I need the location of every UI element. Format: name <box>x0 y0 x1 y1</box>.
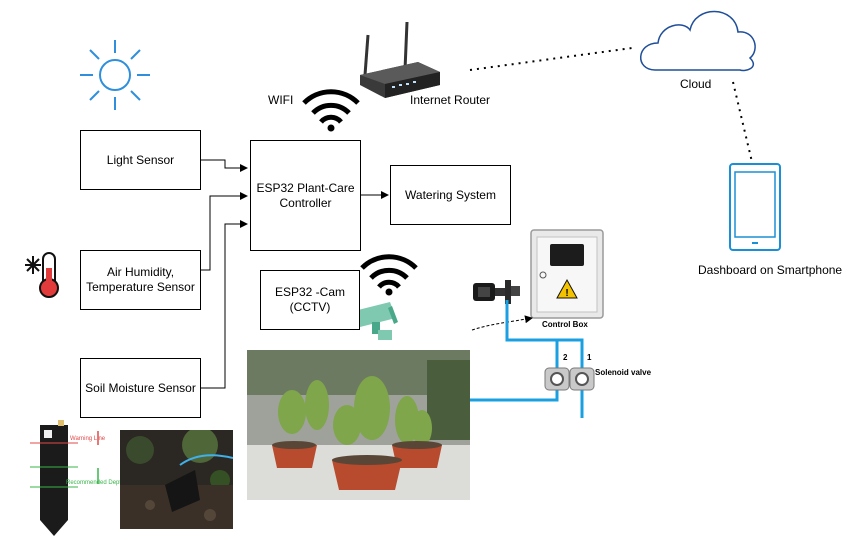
solenoid-valve-icon <box>544 367 595 391</box>
wifi-label: WIFI <box>268 93 294 107</box>
router-label: Internet Router <box>410 93 491 107</box>
sun-icon <box>80 40 150 110</box>
smartphone-icon <box>729 163 781 251</box>
cam-wifi-icon <box>360 254 418 296</box>
cloud-label: Cloud <box>680 77 712 91</box>
cloud-icon <box>640 10 756 72</box>
sensor-connectors <box>200 159 389 389</box>
insertion-depth-label: Recommended Depth <box>66 480 125 486</box>
valve-1-label: 1 <box>587 353 592 362</box>
valve-2-label: 2 <box>563 353 568 362</box>
wifi-icon <box>302 89 360 132</box>
router-icon <box>360 21 440 98</box>
router-cloud-link <box>469 47 633 71</box>
light-sensor-box: Light Sensor <box>80 130 201 190</box>
pump-icon <box>473 280 520 304</box>
solenoid-label: Solenoid valve <box>595 368 652 377</box>
soil-sensor-box: Soil Moisture Sensor <box>80 358 201 418</box>
control-box-label: Control Box <box>542 320 588 329</box>
cactus-photo <box>247 350 470 500</box>
esp32-cam-box: ESP32 -Cam (CCTV) <box>260 270 360 330</box>
control-box-icon: ! <box>530 229 604 319</box>
cctv-camera-icon <box>350 302 398 340</box>
watering-system-box: Watering System <box>390 165 511 225</box>
warning-line-label: Warning Line <box>70 436 106 442</box>
controller-box: ESP32 Plant-Care Controller <box>250 140 361 251</box>
pump-control-link <box>471 315 533 331</box>
cloud-phone-link <box>732 81 753 163</box>
dashboard-label: Dashboard on Smartphone <box>698 263 843 277</box>
air-sensor-box: Air Humidity, Temperature Sensor <box>80 250 201 310</box>
soil-probe-icon <box>30 420 99 536</box>
thermometer-snowflake-icon <box>25 252 59 298</box>
svg-text:!: ! <box>565 288 568 299</box>
soil-sensor-photo <box>120 430 233 529</box>
